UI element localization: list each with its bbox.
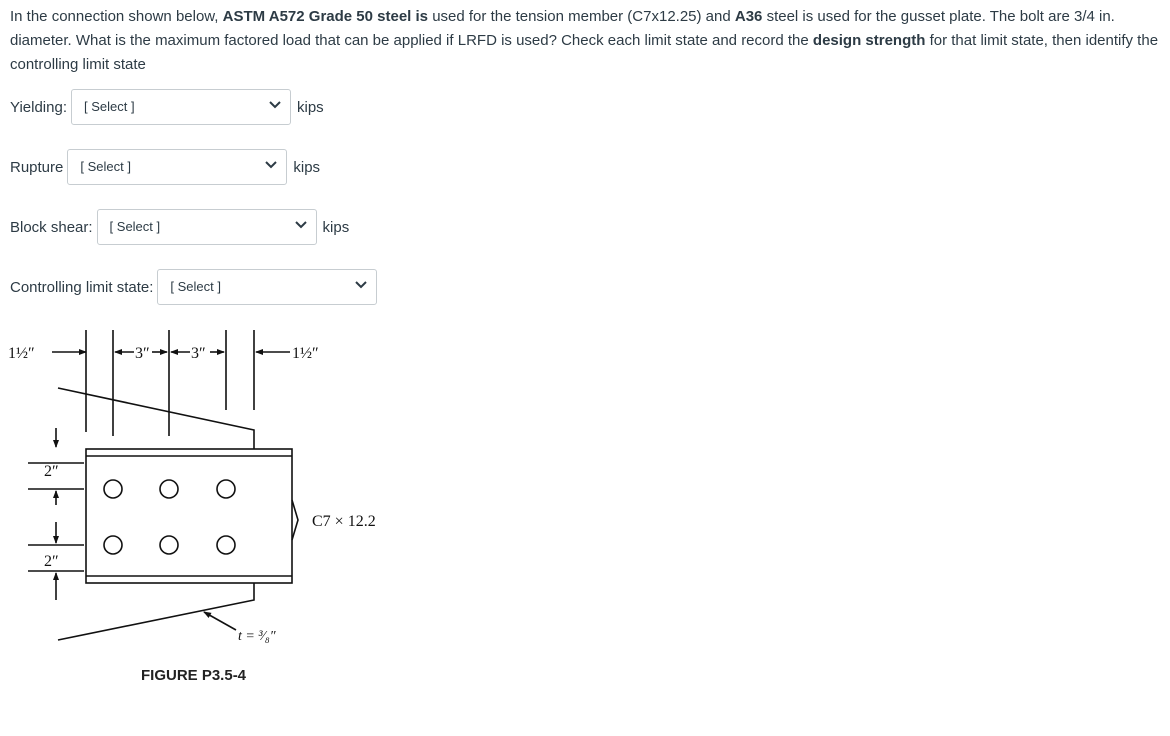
rupture-unit: kips: [293, 158, 321, 176]
block-shear-row: Block shear: [ Select ] kips: [10, 209, 349, 245]
yielding-label: Yielding:: [10, 98, 67, 116]
thickness-label: t = ³⁄₈″: [238, 629, 276, 644]
question-bold: A36: [734, 8, 763, 25]
rupture-label: Rupture: [10, 158, 64, 176]
controlling-select-value: [ Select ]: [170, 279, 221, 294]
chevron-down-icon: [265, 161, 278, 169]
question-part: for that limit state, then identify the …: [10, 32, 1159, 73]
bolt-hole: [103, 535, 123, 555]
dim-gage-2: 2″: [44, 553, 59, 570]
block-shear-label: Block shear:: [10, 218, 93, 236]
question-text: In the connection shown below, ASTM A572…: [10, 5, 1160, 77]
block-shear-select[interactable]: [ Select ]: [96, 209, 317, 245]
dim-pitch-1: 3″: [135, 345, 150, 362]
yielding-unit: kips: [296, 98, 324, 116]
controlling-label: Controlling limit state:: [10, 278, 154, 296]
member-label: C7 × 12.2: [312, 513, 376, 530]
channel-member: [85, 448, 293, 584]
question-part: used for the tension member (C7x12.25) a…: [428, 8, 735, 25]
chevron-down-icon: [269, 101, 281, 109]
rupture-select-value: [ Select ]: [80, 159, 131, 174]
question-part: In the connection shown below,: [10, 8, 223, 25]
bolt-hole: [159, 479, 179, 499]
bolt-hole: [216, 479, 236, 499]
rupture-select[interactable]: [ Select ]: [67, 149, 288, 185]
connection-figure: 1½″ 3″ 3″ 1½″ 2″ 2″ C7 × 12.2 t = ³⁄₈″: [8, 330, 376, 644]
controlling-select[interactable]: [ Select ]: [157, 269, 378, 305]
controlling-row: Controlling limit state: [ Select ]: [10, 269, 378, 305]
yielding-select-value: [ Select ]: [83, 99, 135, 114]
bolt-hole: [159, 535, 179, 555]
yielding-select[interactable]: [ Select ]: [70, 89, 291, 125]
question-bold: ASTM A572 Grade 50 steel is: [222, 8, 429, 25]
question-part: steel is used for the gusset plate. The …: [10, 8, 1115, 49]
gusset-plate-bottom-edge: [57, 583, 255, 641]
gusset-plate-top-edge: [57, 387, 255, 449]
yielding-row: Yielding: [ Select ] kips: [10, 89, 324, 125]
dim-gage-1: 2″: [44, 463, 59, 480]
dim-left: 1½″: [8, 345, 35, 362]
chevron-down-icon: [294, 221, 307, 229]
dim-right: 1½″: [292, 345, 319, 362]
bolt-hole: [216, 535, 236, 555]
dim-pitch-2: 3″: [191, 345, 206, 362]
chevron-down-icon: [355, 281, 368, 289]
block-shear-unit: kips: [322, 218, 350, 236]
rupture-row: Rupture [ Select ] kips: [10, 149, 320, 185]
question-bold: design strength: [812, 32, 926, 49]
bolt-hole: [103, 479, 123, 499]
block-shear-select-value: [ Select ]: [109, 219, 161, 234]
figure-caption: FIGURE P3.5-4: [141, 667, 247, 684]
